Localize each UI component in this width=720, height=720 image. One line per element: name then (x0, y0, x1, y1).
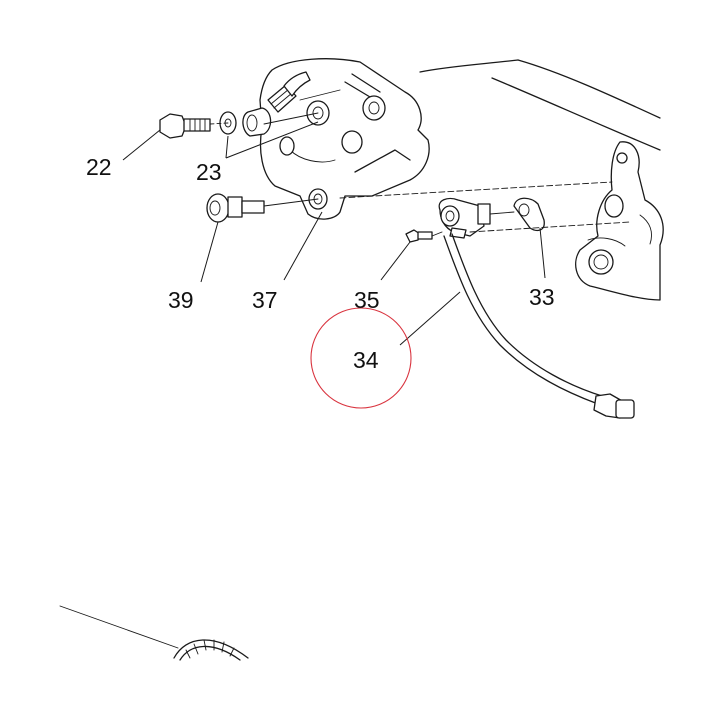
mounting-bracket (575, 141, 664, 301)
washer-23 (219, 107, 272, 137)
lower-component (59, 605, 249, 661)
housing-outline (419, 59, 661, 151)
speed-sensor (438, 197, 491, 239)
callout-33: 33 (529, 284, 555, 310)
bolt-22 (159, 113, 211, 139)
leader-lines (122, 121, 546, 346)
callout-35: 35 (354, 287, 380, 313)
callout-37: 37 (252, 287, 278, 313)
callout-23: 23 (196, 159, 222, 185)
callout-34: 34 (353, 347, 379, 373)
brake-caliper (259, 58, 430, 220)
callout-22: 22 (86, 154, 112, 180)
sensor-cable (443, 233, 635, 419)
bolt-39 (206, 193, 265, 223)
highlight-circle (310, 307, 412, 409)
screw-35 (405, 229, 433, 243)
hose-fitting (267, 71, 311, 113)
alignment-lines (209, 112, 631, 237)
callout-39: 39 (168, 287, 194, 313)
spacer-33 (513, 197, 545, 232)
